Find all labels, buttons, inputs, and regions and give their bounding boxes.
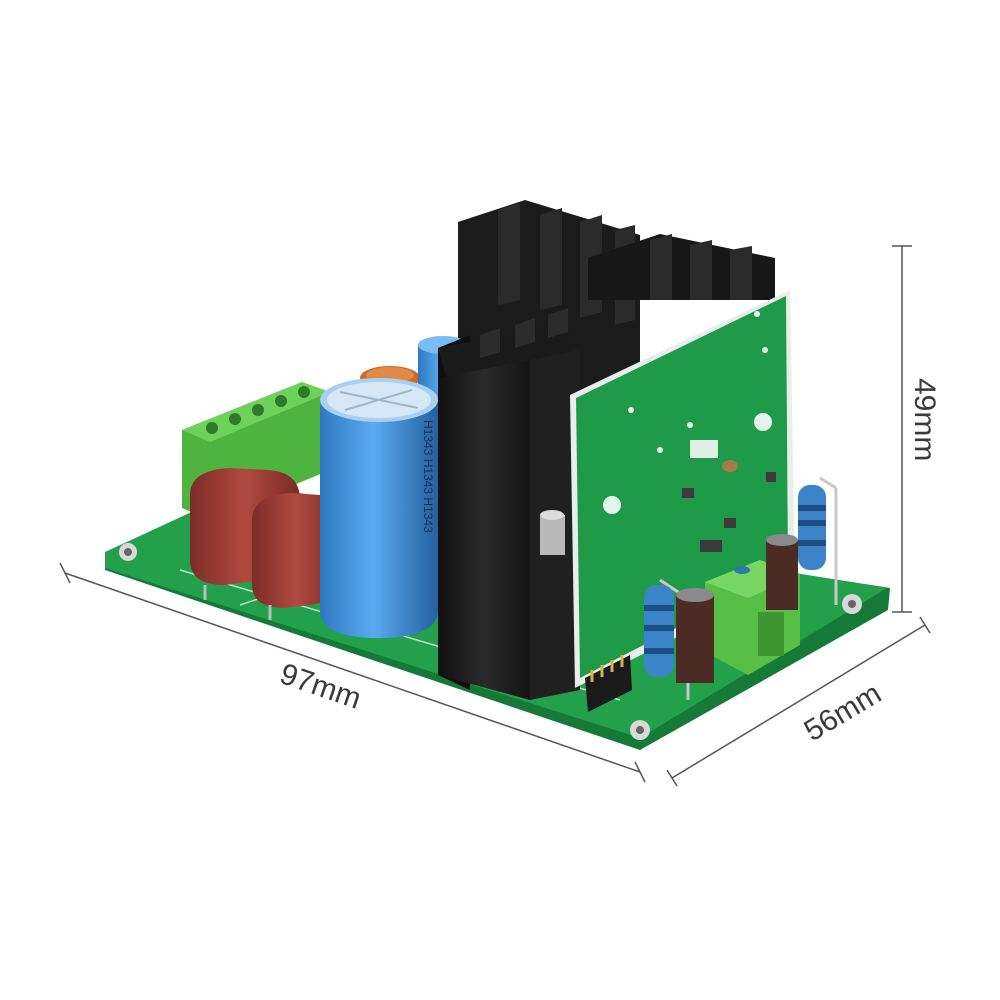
mounting-hole — [630, 720, 650, 740]
small-capacitor — [766, 534, 798, 610]
mounting-screw — [540, 510, 565, 555]
electrolytic-capacitor-main: H1343 H1343 H1343 — [320, 378, 438, 638]
pin-header — [585, 655, 632, 712]
height-label: 49mm — [908, 378, 941, 461]
width-label: 56mm — [799, 677, 887, 748]
heatsink-front — [438, 308, 580, 700]
length-label: 97mm — [276, 657, 366, 715]
mounting-hole — [842, 594, 862, 614]
resistor — [798, 476, 838, 605]
film-capacitor — [252, 493, 340, 620]
capacitor-print: H1343 H1343 H1343 — [421, 420, 435, 533]
mounting-hole — [119, 543, 137, 561]
small-capacitor — [676, 588, 714, 683]
dimension-height: 49mm — [892, 245, 941, 613]
